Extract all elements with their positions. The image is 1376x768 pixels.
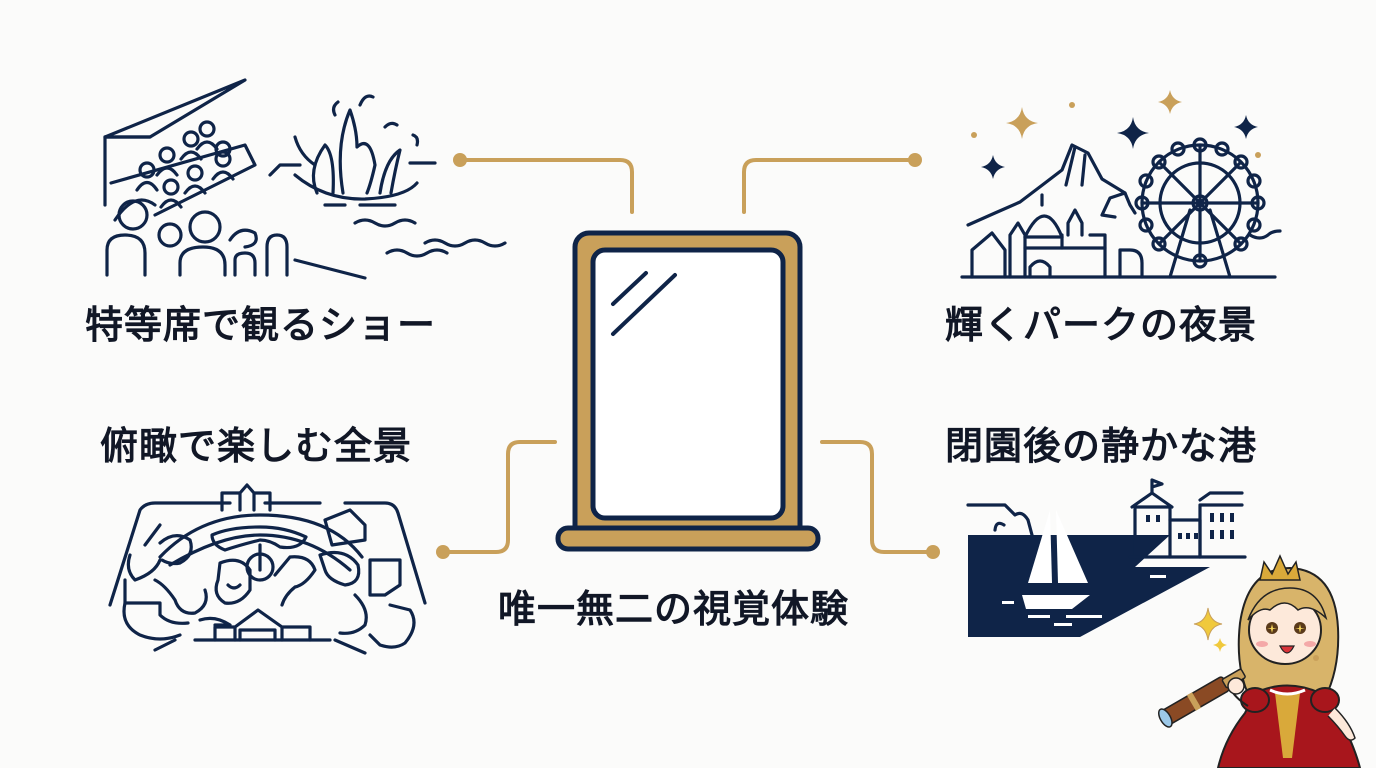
navy-sparkle-icon <box>1117 117 1149 149</box>
connector-dot-top-left <box>453 153 467 167</box>
navy-sparkle-icon <box>981 155 1005 179</box>
park-aerial-map-icon <box>108 483 427 655</box>
connector-dot-bottom-left <box>436 545 450 559</box>
night-park-skyline-icon <box>960 90 1282 279</box>
connector-dot-top-right <box>908 153 922 167</box>
item-label-bottom-left: 俯瞰で楽しむ全景 <box>100 424 413 468</box>
center-caption: 唯一無二の視覚体験 <box>498 587 850 631</box>
show-audience-fountain-icon <box>103 78 507 280</box>
navy-sparkle-icon <box>1234 115 1258 139</box>
mirror-frame-icon <box>555 230 821 552</box>
gold-sparkle-icon <box>1158 90 1182 114</box>
item-label-top-left: 特等席で観るショー <box>85 303 437 347</box>
item-label-top-right: 輝くパークの夜景 <box>945 303 1258 347</box>
connector-dot-bottom-right <box>926 545 940 559</box>
quiet-harbor-icon <box>966 478 1247 637</box>
item-label-bottom-right: 閉園後の静かな港 <box>945 424 1258 468</box>
princess-with-telescope-icon <box>1157 554 1362 768</box>
gold-sparkle-icon <box>1006 107 1038 139</box>
